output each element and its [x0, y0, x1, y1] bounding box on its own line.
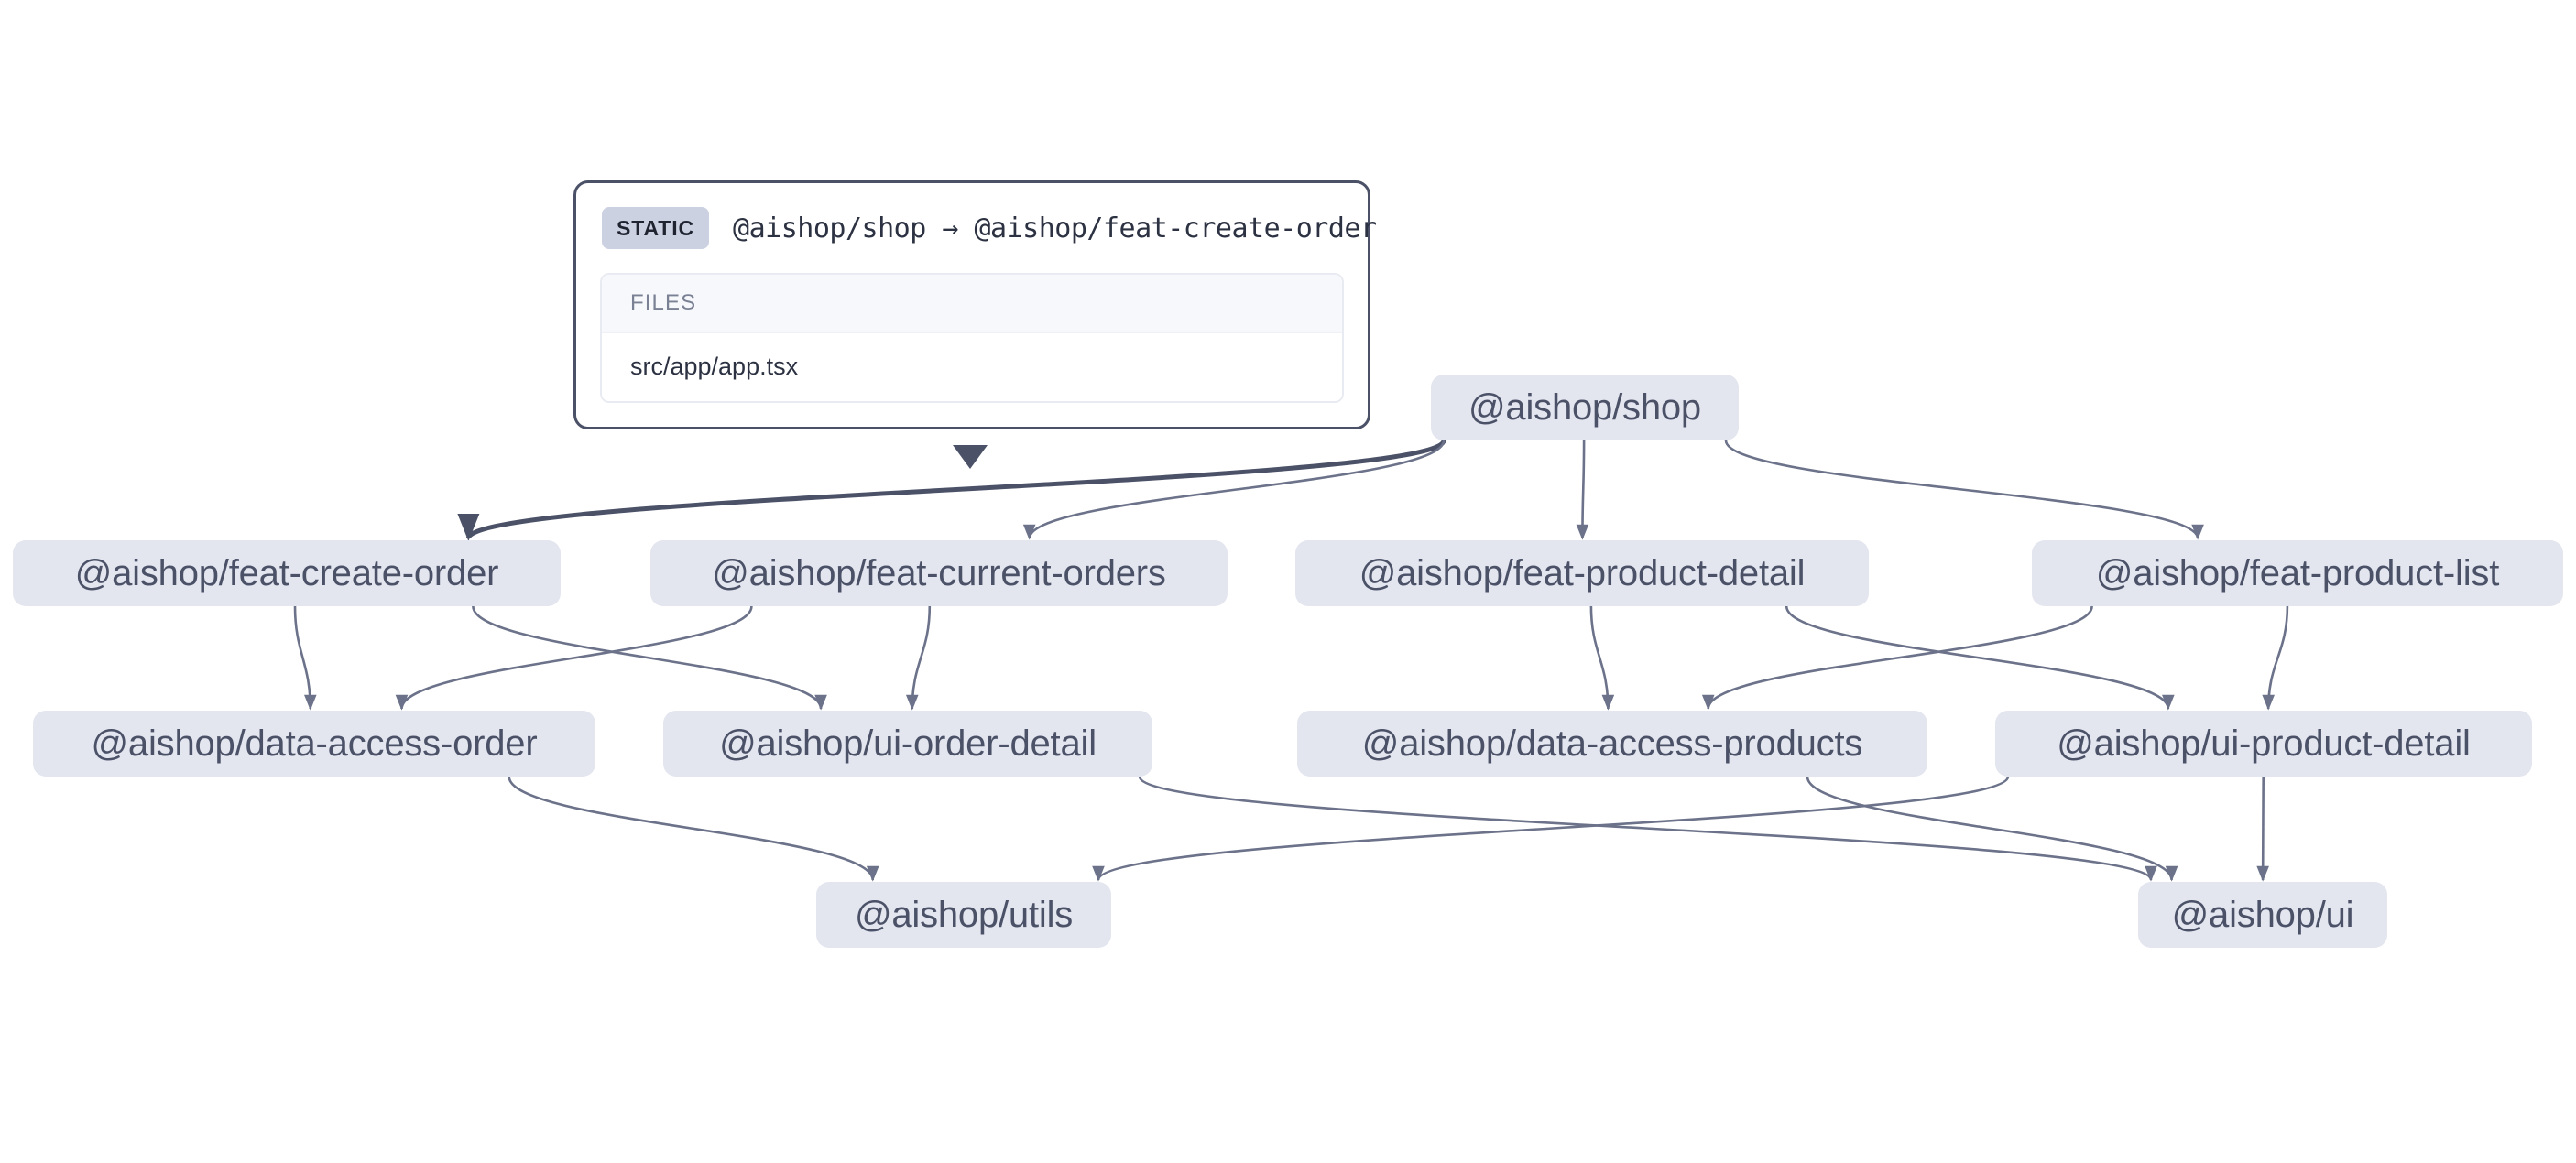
graph-node-ui-order-detail[interactable]: @aishop/ui-order-detail: [663, 711, 1152, 777]
graph-edge-data-access-products-to-ui: [1806, 776, 2178, 882]
graph-edge-feat-create-order-to-ui-order-detail: [472, 605, 827, 711]
graph-node-label: @aishop/feat-product-list: [2095, 553, 2500, 593]
graph-node-feat-product-detail[interactable]: @aishop/feat-product-detail: [1295, 540, 1869, 606]
graph-node-ui-product-detail[interactable]: @aishop/ui-product-detail: [1995, 711, 2532, 777]
files-panel: FILES src/app/app.tsx: [600, 273, 1344, 403]
files-panel-header: FILES: [602, 275, 1342, 333]
graph-edge-feat-product-detail-to-data-access-products: [1589, 605, 1615, 711]
graph-node-label: @aishop/feat-product-detail: [1359, 553, 1806, 593]
graph-node-label: @aishop/utils: [854, 895, 1074, 935]
graph-edge-feat-product-list-to-ui-product-detail: [2262, 605, 2289, 711]
graph-edge-shop-to-feat-product-list: [1724, 440, 2204, 540]
graph-node-shop[interactable]: @aishop/shop: [1431, 375, 1739, 440]
graph-node-feat-create-order[interactable]: @aishop/feat-create-order: [13, 540, 561, 606]
graph-node-label: @aishop/ui-order-detail: [719, 723, 1097, 764]
graph-edge-feat-create-order-to-data-access-order: [293, 605, 317, 711]
graph-node-label: @aishop/shop: [1468, 387, 1701, 428]
dependency-title: @aishop/shop → @aishop/feat-create-order: [733, 212, 1377, 245]
graph-edge-data-access-order-to-utils: [508, 776, 879, 882]
graph-edge-feat-product-list-to-data-access-products: [1702, 605, 2093, 711]
graph-edge-feat-current-orders-to-ui-order-detail: [905, 605, 932, 711]
graph-node-label: @aishop/feat-current-orders: [712, 553, 1166, 593]
graph-node-label: @aishop/ui: [2171, 895, 2354, 935]
detail-card-header: STATIC @aishop/shop → @aishop/feat-creat…: [600, 203, 1377, 249]
status-badge-static: STATIC: [602, 207, 710, 249]
graph-node-label: @aishop/ui-product-detail: [2057, 723, 2471, 764]
highlighted-edge-marker: [953, 445, 988, 469]
graph-node-label: @aishop/data-access-products: [1361, 723, 1863, 764]
graph-node-feat-current-orders[interactable]: @aishop/feat-current-orders: [650, 540, 1228, 606]
graph-node-ui[interactable]: @aishop/ui: [2138, 882, 2387, 948]
graph-edge-shop-to-feat-current-orders: [1023, 440, 1446, 540]
graph-edge-feat-product-detail-to-ui-product-detail: [1785, 605, 2175, 711]
graph-edge-ui-product-detail-to-ui: [2256, 776, 2269, 882]
graph-edge-feat-current-orders-to-data-access-order: [395, 605, 753, 711]
graph-edge-shop-to-feat-create-order: [457, 439, 1446, 541]
graph-node-label: @aishop/feat-create-order: [74, 553, 499, 593]
graph-node-feat-product-list[interactable]: @aishop/feat-product-list: [2032, 540, 2563, 606]
file-list-item[interactable]: src/app/app.tsx: [602, 333, 1342, 401]
graph-edge-ui-order-detail-to-ui: [1138, 776, 2157, 882]
graph-edge-ui-product-detail-to-utils: [1092, 776, 2010, 882]
graph-node-utils[interactable]: @aishop/utils: [816, 882, 1111, 948]
graph-node-data-access-products[interactable]: @aishop/data-access-products: [1297, 711, 1927, 777]
graph-node-label: @aishop/data-access-order: [91, 723, 538, 764]
graph-node-data-access-order[interactable]: @aishop/data-access-order: [33, 711, 595, 777]
dependency-detail-card[interactable]: STATIC @aishop/shop → @aishop/feat-creat…: [573, 180, 1377, 429]
graph-edge-shop-to-feat-product-detail: [1576, 440, 1589, 540]
